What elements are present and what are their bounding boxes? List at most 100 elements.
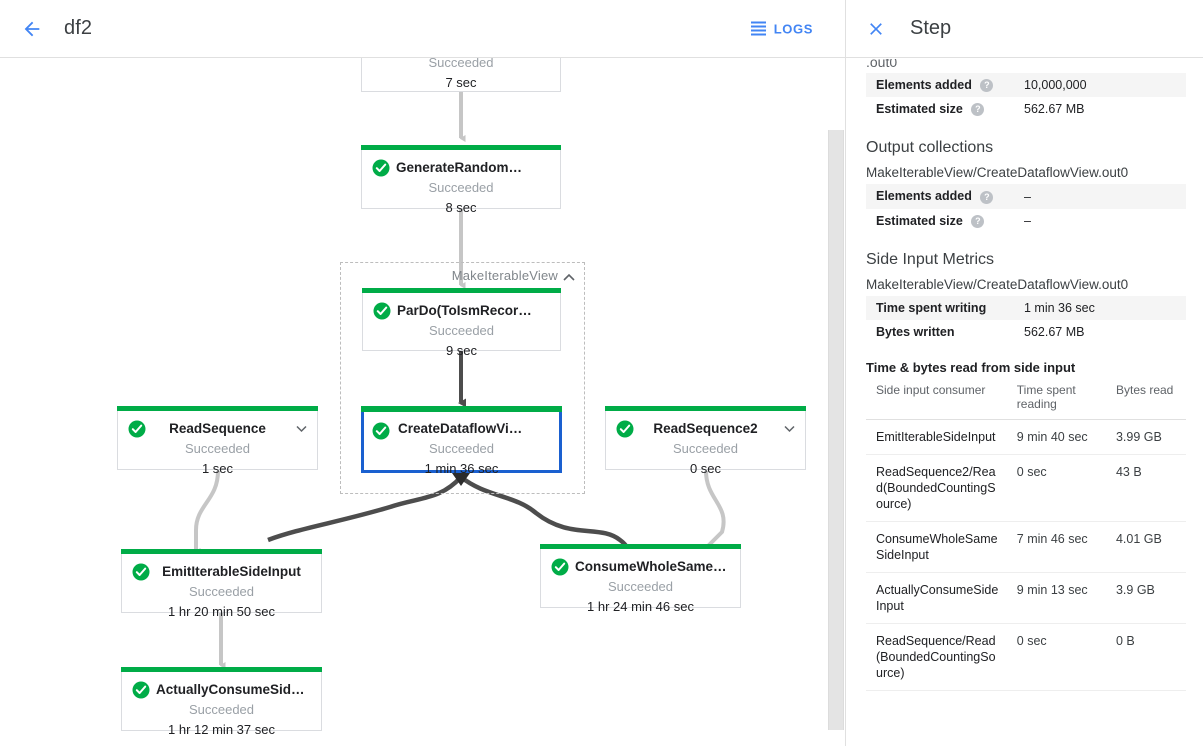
- metric-label: Elements added: [876, 189, 972, 204]
- node-title: ReadSequence2: [653, 421, 758, 436]
- node-status: Succeeded: [672, 441, 739, 456]
- column-header-bytes: Bytes read: [1105, 376, 1186, 420]
- graph-node-create-dataflow-view[interactable]: CreateDataflowView Succeeded 1 min 36 se…: [361, 406, 562, 476]
- table-header-row: Side input consumer Time spent reading B…: [866, 376, 1186, 420]
- table-row: Time spent writing 1 min 36 sec: [866, 295, 1186, 320]
- chevron-down-icon[interactable]: [295, 422, 308, 435]
- column-header-consumer: Side input consumer: [866, 376, 1007, 420]
- graph-node-actually-consume-side-input[interactable]: ActuallyConsumeSideI… Succeeded 1 hr 12 …: [121, 667, 322, 737]
- node-title: GenerateRandomSIData: [396, 160, 551, 175]
- table-row: Bytes written 562.67 MB: [866, 320, 1186, 344]
- table-row: EmitIterableSideInput 9 min 40 sec 3.99 …: [866, 419, 1186, 455]
- close-icon: [870, 22, 882, 35]
- back-button[interactable]: [12, 9, 52, 49]
- composite-group-makeiterableview[interactable]: MakeIterableView: [340, 262, 585, 494]
- metric-value: 562.67 MB: [1024, 324, 1085, 339]
- metric-label: Bytes written: [876, 324, 955, 339]
- cell-bytes: 0 B: [1105, 623, 1186, 691]
- side-input-metrics-heading: Side Input Metrics: [866, 250, 995, 268]
- cell-time: 9 min 40 sec: [1006, 419, 1106, 455]
- node-duration: 1 hr 24 min 46 sec: [587, 599, 694, 614]
- node-title: ConsumeWholeSameSi…: [575, 559, 740, 574]
- cell-consumer: ActuallyConsumeSideInput: [866, 572, 1007, 624]
- side-input-table-title: Time & bytes read from side input: [866, 359, 1076, 375]
- edge-readsequence-to-emit: [194, 470, 220, 555]
- node-duration: 1 sec: [201, 461, 234, 476]
- cut-off-collection-name: .out0: [866, 59, 898, 69]
- logs-button[interactable]: LOGS: [743, 15, 821, 42]
- node-status: Succeeded: [428, 180, 494, 195]
- edge-junction-marker: [452, 473, 470, 486]
- column-header-time: Time spent reading: [1006, 376, 1106, 420]
- help-icon[interactable]: ?: [971, 103, 985, 117]
- close-button[interactable]: [856, 9, 896, 49]
- table-row: ActuallyConsumeSideInput 9 min 13 sec 3.…: [866, 572, 1186, 624]
- node-status-bar: [361, 406, 562, 412]
- node-status-bar: [117, 406, 318, 411]
- metric-value: –: [1024, 189, 1031, 204]
- cell-time: 7 min 46 sec: [1006, 521, 1106, 573]
- help-icon[interactable]: ?: [980, 79, 994, 93]
- graph-node-read-sequence-2[interactable]: ReadSequence2 Succeeded 0 sec: [605, 406, 806, 476]
- node-status: Succeeded: [188, 702, 255, 717]
- chevron-up-icon[interactable]: [562, 271, 576, 285]
- node-status-bar: [605, 406, 806, 411]
- input-metrics-table: Elements added ? 10,000,000 Estimated si…: [866, 73, 1186, 121]
- node-title: EmitIterableSideInput: [162, 564, 301, 579]
- step-details-panel: Step .out0 Elements added ? 10,000,000 E…: [845, 0, 1203, 746]
- node-status-bar: [361, 145, 561, 150]
- graph-node-emit-iterable-side-input[interactable]: EmitIterableSideInput Succeeded 1 hr 20 …: [121, 549, 322, 619]
- graph-node-read-sequence[interactable]: ReadSequence Succeeded 1 sec: [117, 406, 318, 476]
- logs-list-icon: [750, 21, 766, 36]
- graph-node-generate-random-sidata[interactable]: GenerateRandomSIData Succeeded 8 sec: [361, 145, 561, 215]
- node-duration: 8 sec: [445, 200, 477, 215]
- cell-consumer: ReadSequence/Read(BoundedCountingSource): [866, 623, 1007, 691]
- page-title: df2: [64, 17, 93, 39]
- graph-node-pardo-toismrecordfor[interactable]: ParDo(ToIsmRecordFor… Succeeded 9 sec: [362, 288, 561, 358]
- step-panel-body: .out0 Elements added ? 10,000,000 Estima…: [846, 59, 1203, 746]
- node-title: CreateDataflowView: [398, 421, 527, 436]
- node-status: Succeeded: [184, 441, 251, 456]
- node-title: ParDo(ToIsmRecordFor…: [397, 303, 560, 318]
- metric-value: 562.67 MB: [1024, 102, 1085, 117]
- table-row: Elements added ? –: [866, 184, 1186, 209]
- node-duration: 0 sec: [689, 461, 722, 476]
- table-row: Estimated size ? 562.67 MB: [866, 97, 1186, 121]
- chevron-down-icon[interactable]: [783, 422, 796, 435]
- logs-button-label: LOGS: [773, 21, 813, 36]
- node-status-bar: [121, 667, 322, 672]
- check-circle-icon: [132, 681, 150, 699]
- step-panel-scrollbar[interactable]: [828, 130, 844, 730]
- cell-bytes: 3.99 GB: [1105, 419, 1186, 455]
- edge-createview-to-emit: [267, 475, 463, 543]
- composite-group-label: MakeIterableView: [451, 268, 558, 283]
- node-title: ActuallyConsumeSideI…: [156, 682, 316, 697]
- cell-time: 0 sec: [1006, 623, 1106, 691]
- table-row: ReadSequence/Read(BoundedCountingSource)…: [866, 623, 1186, 691]
- cell-bytes: 43 B: [1105, 454, 1186, 522]
- node-duration: 9 sec: [445, 343, 478, 358]
- job-graph-header: df2 LOGS: [0, 0, 845, 58]
- node-status: Succeeded: [607, 579, 674, 594]
- graph-node-consume-whole-same-side-input[interactable]: ConsumeWholeSameSi… Succeeded 1 hr 24 mi…: [540, 544, 741, 614]
- help-icon[interactable]: ?: [971, 214, 985, 228]
- node-duration: 1 hr 12 min 37 sec: [168, 722, 275, 737]
- node-title: ReadSequence: [169, 421, 266, 436]
- check-circle-icon: [373, 302, 391, 320]
- output-metrics-table: Elements added ? – Estimated size ? –: [866, 184, 1186, 232]
- metric-value: 10,000,000: [1024, 78, 1087, 93]
- check-circle-icon: [132, 563, 150, 581]
- side-input-read-table: Side input consumer Time spent reading B…: [866, 376, 1186, 691]
- table-row: Estimated size ? –: [866, 209, 1186, 233]
- graph-edge-layer: [194, 92, 726, 669]
- metric-label: Estimated size: [876, 102, 963, 117]
- node-duration: 7 sec: [445, 75, 477, 90]
- check-circle-icon: [372, 159, 390, 177]
- help-icon[interactable]: ?: [980, 190, 994, 204]
- node-duration: 1 hr 20 min 50 sec: [168, 604, 275, 619]
- cell-consumer: ReadSequence2/Read(BoundedCountingSource…: [866, 454, 1007, 522]
- job-graph-pane: MakeIterableView Succeeded 7 sec Generat: [0, 0, 845, 737]
- check-circle-icon: [551, 558, 569, 576]
- output-collection-name: MakeIterableView/CreateDataflowView.out0: [866, 165, 1129, 181]
- cell-consumer: ConsumeWholeSameSideInput: [866, 521, 1007, 573]
